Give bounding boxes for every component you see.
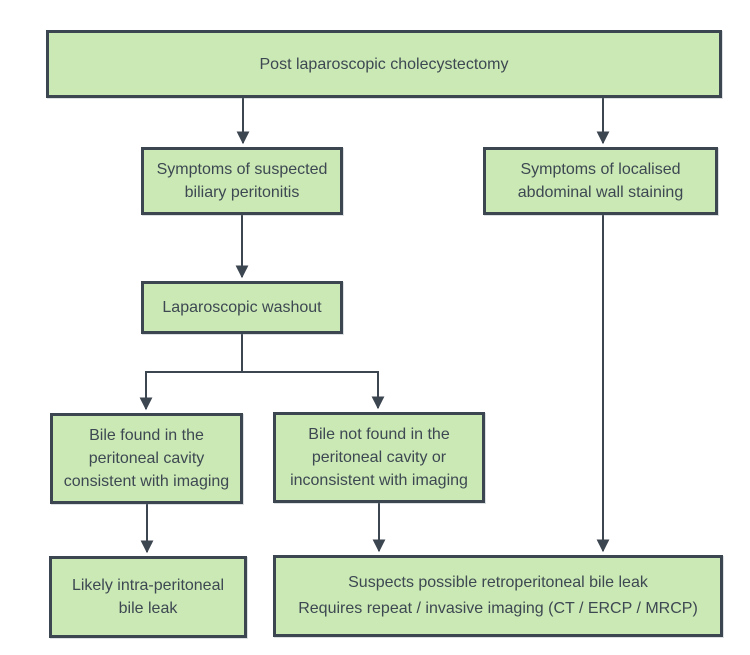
node-abdominal-wall-staining: Symptoms of localised abdominal wall sta… bbox=[483, 147, 718, 215]
node-label-line: Post laparoscopic cholecystectomy bbox=[259, 55, 509, 73]
node-label-line: biliary peritonitis bbox=[184, 184, 300, 201]
node-bile-not-found: Bile not found in the peritoneal cavity … bbox=[273, 412, 485, 503]
node-label-line: abdominal wall staining bbox=[517, 184, 684, 201]
node-label-line: consistent with imaging bbox=[63, 473, 230, 490]
arrow-washout-to-bile-found bbox=[139, 334, 243, 411]
node-label-line: bile leak bbox=[118, 600, 178, 617]
node-label-line: Symptoms of localised bbox=[520, 161, 681, 178]
node-label-line: Suspects possible retroperitoneal bile l… bbox=[348, 574, 648, 591]
node-laparoscopic-washout: Laparoscopic washout bbox=[141, 281, 343, 334]
node-label-line: Bile found in the bbox=[89, 427, 204, 444]
node-label-line: Bile not found in the bbox=[308, 426, 450, 443]
node-intra-peritoneal-leak: Likely intra-peritoneal bile leak bbox=[49, 556, 247, 638]
node-retroperitoneal-leak: Suspects possible retroperitoneal bile l… bbox=[273, 555, 723, 637]
node-label-line: Likely intra-peritoneal bbox=[71, 577, 225, 594]
node-label-line: inconsistent with imaging bbox=[290, 472, 468, 489]
node-label-line: peritoneal cavity or bbox=[311, 449, 447, 466]
node-label-line: Symptoms of suspected bbox=[156, 161, 328, 178]
node-label-line: Laparoscopic washout bbox=[162, 299, 322, 316]
arrow-washout-to-bile-not-found bbox=[242, 371, 385, 410]
node-post-cholecystectomy: Post laparoscopic cholecystectomy bbox=[46, 30, 722, 98]
node-label-line: Requires repeat / invasive imaging (CT /… bbox=[298, 600, 698, 617]
node-label-line: peritoneal cavity bbox=[88, 450, 205, 467]
node-bile-found: Bile found in the peritoneal cavity cons… bbox=[50, 413, 243, 504]
node-biliary-peritonitis: Symptoms of suspected biliary peritoniti… bbox=[141, 147, 343, 215]
